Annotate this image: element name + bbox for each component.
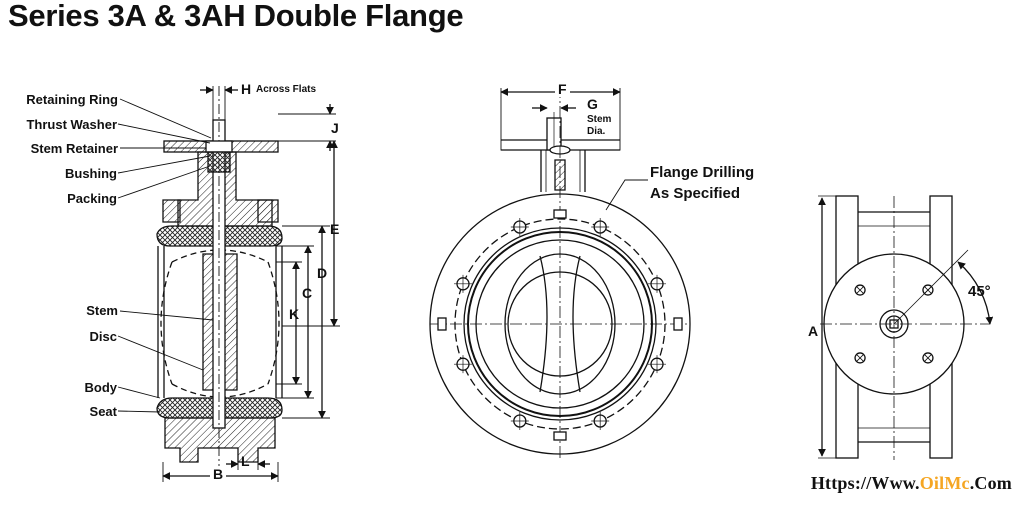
label-body: Body [84, 380, 118, 395]
watermark-suffix: .Com [969, 473, 1012, 493]
side-bolt [854, 352, 866, 364]
dim-b: B [210, 466, 227, 482]
flange-drilling-callout: Flange Drilling As Specified [650, 162, 754, 204]
dim-angle: 45° [968, 283, 991, 300]
bolt-hole [510, 217, 529, 236]
dim-g-note-2: Dia. [587, 126, 606, 137]
bolt-hole [648, 355, 667, 374]
label-seat: Seat [89, 404, 117, 419]
dim-f: F [555, 81, 570, 97]
dim-h-note: Across Flats [256, 84, 317, 95]
side-view [818, 195, 994, 460]
dim-g: G [587, 96, 598, 112]
label-stem-retainer: Stem Retainer [30, 141, 118, 156]
section-view [117, 86, 340, 482]
dim-h: H [241, 81, 252, 97]
dim-d: D [317, 265, 328, 281]
dim-l: L [241, 453, 250, 469]
label-bushing: Bushing [65, 166, 117, 181]
body-lower [164, 417, 276, 463]
dim-k: K [289, 306, 300, 322]
bolt-hole [453, 274, 472, 293]
bolt-hole [591, 412, 610, 431]
side-bolt [922, 352, 934, 364]
watermark-highlight: OilMc [919, 473, 970, 493]
watermark: Https://Www.OilMc.Com [811, 473, 1012, 494]
label-disc: Disc [89, 329, 117, 344]
page-title: Series 3A & 3AH Double Flange [8, 0, 464, 33]
dim-a: A [808, 323, 819, 339]
label-thrust-washer: Thrust Washer [26, 117, 117, 132]
watermark-prefix: Https://Www. [810, 473, 920, 493]
bolt-hole [453, 355, 472, 374]
dim-e: E [330, 221, 340, 237]
side-bolt [854, 284, 866, 296]
bolt-hole [648, 274, 667, 293]
callout-line-1: Flange Drilling [650, 164, 755, 181]
callout-line-2: As Specified [650, 185, 741, 202]
bolt-hole [591, 217, 610, 236]
dim-j: J [331, 120, 339, 136]
bolt-hole [510, 412, 529, 431]
dim-g-note-1: Stem [587, 114, 612, 125]
dim-c: C [302, 285, 313, 301]
label-retaining-ring: Retaining Ring [26, 92, 118, 107]
flange-bolt-holes [453, 217, 667, 431]
front-view [429, 86, 691, 460]
label-packing: Packing [67, 191, 117, 206]
label-stem: Stem [86, 303, 118, 318]
